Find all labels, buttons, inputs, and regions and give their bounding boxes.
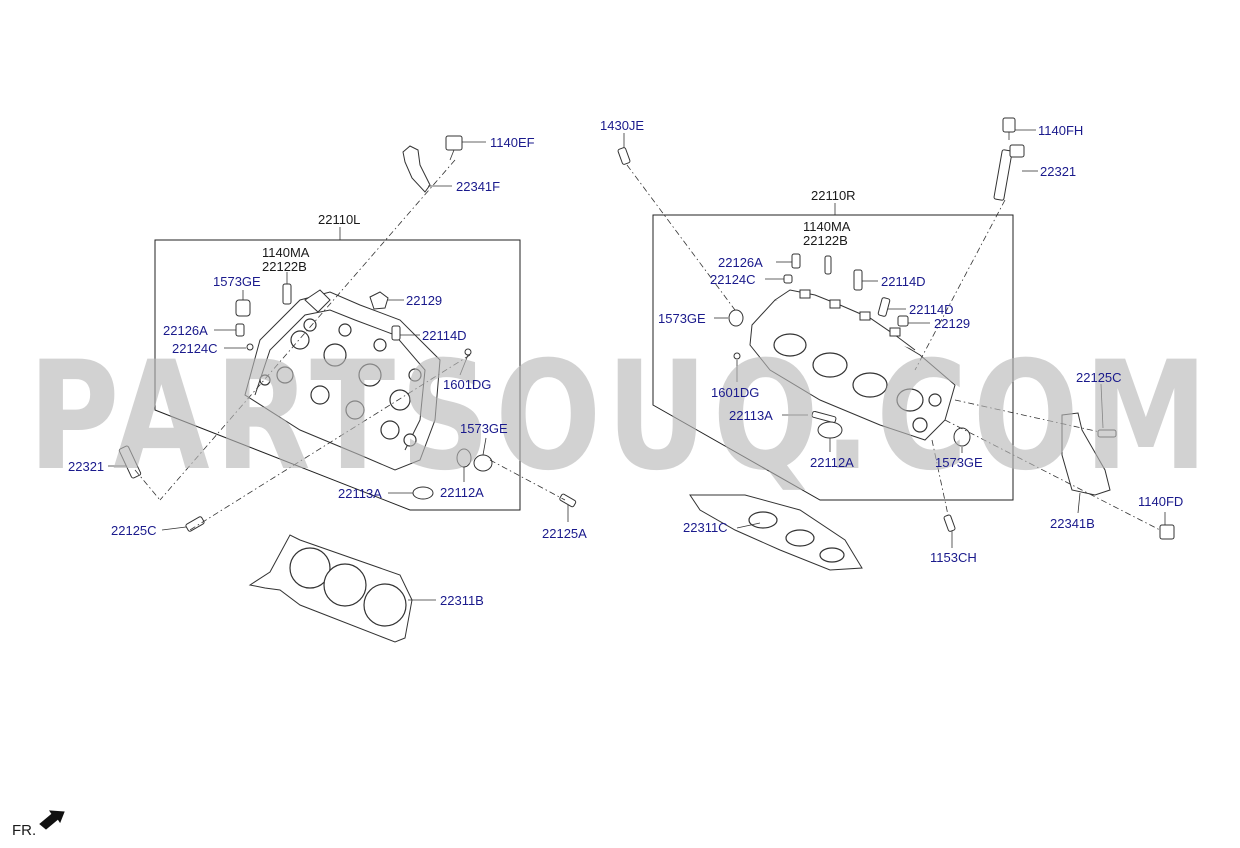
bolt-1140EF-head [445,135,463,151]
part-label-1573GE-left-top[interactable]: 1573GE [213,274,261,289]
svg-text:22321: 22321 [1040,164,1076,179]
part-label-1140FH[interactable]: 1140FH [1038,123,1083,138]
svg-text:1601DG: 1601DG [443,377,491,392]
gasket-22311B [248,534,413,643]
part-label-22341F[interactable]: 22341F [456,179,500,194]
left-cylinder-head [244,289,441,471]
part-label-1140FD[interactable]: 1140FD [1138,494,1183,509]
svg-text:22114D: 22114D [909,302,954,317]
svg-text:22321: 22321 [68,459,104,474]
svg-text:22129: 22129 [934,316,970,331]
svg-text:22112A: 22112A [810,455,854,470]
svg-text:22113A: 22113A [729,408,773,423]
part-label-22112A-left[interactable]: 22112A [440,485,484,500]
part-label-22126A-right[interactable]: 22126A [718,255,763,270]
watermark: PARTSOUQ.COM [28,330,1213,504]
part-label-1573GE-right-top[interactable]: 1573GE [658,311,706,326]
svg-text:1430JE: 1430JE [600,118,644,133]
part-label-1140EF[interactable]: 1140EF [490,135,535,150]
part-label-22311C[interactable]: 22311C [683,520,728,535]
svg-text:1573GE: 1573GE [935,455,983,470]
svg-text:22311C: 22311C [683,520,728,535]
svg-text:1153CH: 1153CH [930,550,977,565]
part-label-22341B[interactable]: 22341B [1050,516,1095,531]
part-label-1601DG-right[interactable]: 1601DG [711,385,759,400]
front-direction-indicator: FR. [12,810,65,839]
part-label-22112A-right[interactable]: 22112A [810,455,854,470]
part-label-22114D-left[interactable]: 22114D [422,328,467,343]
part-label-22129-right[interactable]: 22129 [934,316,970,331]
svg-text:22124C: 22124C [710,272,756,287]
svg-text:1601DG: 1601DG [711,385,759,400]
part-label-22311B[interactable]: 22311B [440,593,484,608]
part-label-22129-left[interactable]: 22129 [406,293,442,308]
svg-text:1573GE: 1573GE [658,311,706,326]
left-assembly-frame [154,239,521,511]
part-label-1601DG-left[interactable]: 1601DG [443,377,491,392]
part-label-22113A-right[interactable]: 22113A [729,408,773,423]
part-label-22124C-right[interactable]: 22124C [710,272,756,287]
part-label-1153CH[interactable]: 1153CH [930,550,977,565]
svg-text:22125C: 22125C [111,523,157,538]
part-label-22125C-right[interactable]: 22125C [1076,370,1122,385]
part-label-22114D-right-bottom[interactable]: 22114D [909,302,954,317]
part-label-1573GE-left-bottom[interactable]: 1573GE [460,421,508,436]
svg-text:22125A: 22125A [542,526,587,541]
right-assembly [617,117,1175,571]
gasket-22311C [689,494,863,571]
svg-text:22124C: 22124C [172,341,218,356]
svg-text:22126A: 22126A [718,255,763,270]
part-label-22125A-left[interactable]: 22125A [542,526,587,541]
part-label-22122B-right: 22122B [803,233,848,248]
svg-text:22112A: 22112A [440,485,484,500]
part-label-22124C-left[interactable]: 22124C [172,341,218,356]
part-label-22122B-left: 22122B [262,259,307,274]
svg-text:22126A: 22126A [163,323,208,338]
front-arrow-icon [39,810,65,830]
part-label-22125C-left[interactable]: 22125C [111,523,157,538]
direction-label: FR. [12,822,36,839]
part-label-22126A-left[interactable]: 22126A [163,323,208,338]
svg-text:22113A: 22113A [338,486,382,501]
svg-text:1573GE: 1573GE [213,274,261,289]
svg-text:22114D: 22114D [881,274,926,289]
svg-text:1140FH: 1140FH [1038,123,1083,138]
part-label-1573GE-right-bottom[interactable]: 1573GE [935,455,983,470]
bracket-22341F [402,145,431,193]
part-label-22321-right[interactable]: 22321 [1040,164,1076,179]
right-assembly-frame [652,214,1014,501]
bracket-22341B [1061,412,1111,496]
part-label-1430JE[interactable]: 1430JE [600,118,644,133]
left-assembly-title: 22110L [318,212,360,227]
svg-text:1140EF: 1140EF [490,135,535,150]
svg-text:22129: 22129 [406,293,442,308]
part-label-22113A-left[interactable]: 22113A [338,486,382,501]
svg-text:22341B: 22341B [1050,516,1095,531]
svg-text:1140FD: 1140FD [1138,494,1183,509]
part-label-1140MA-right: 1140MA [803,219,851,234]
svg-text:22341F: 22341F [456,179,500,194]
part-label-22114D-right-top[interactable]: 22114D [881,274,926,289]
svg-text:22125C: 22125C [1076,370,1122,385]
right-assembly-title: 22110R [811,188,856,203]
svg-text:22114D: 22114D [422,328,467,343]
right-cylinder-head [749,289,956,441]
svg-text:1573GE: 1573GE [460,421,508,436]
part-label-1140MA-left: 1140MA [262,245,310,260]
part-label-22321-left[interactable]: 22321 [68,459,104,474]
svg-text:22311B: 22311B [440,593,484,608]
left-assembly [108,135,577,643]
